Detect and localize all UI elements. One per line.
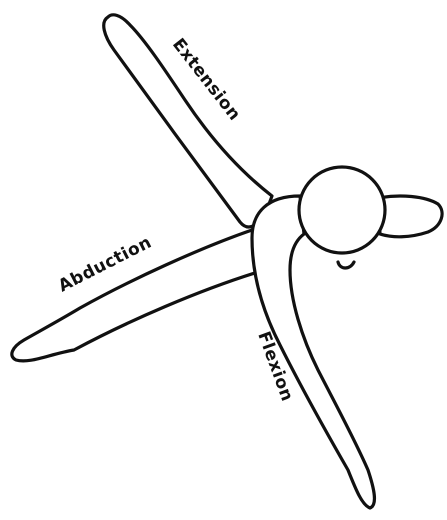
trunk-extension: [378, 196, 442, 237]
foot-detail: [338, 262, 354, 268]
head-circle: [299, 167, 385, 253]
